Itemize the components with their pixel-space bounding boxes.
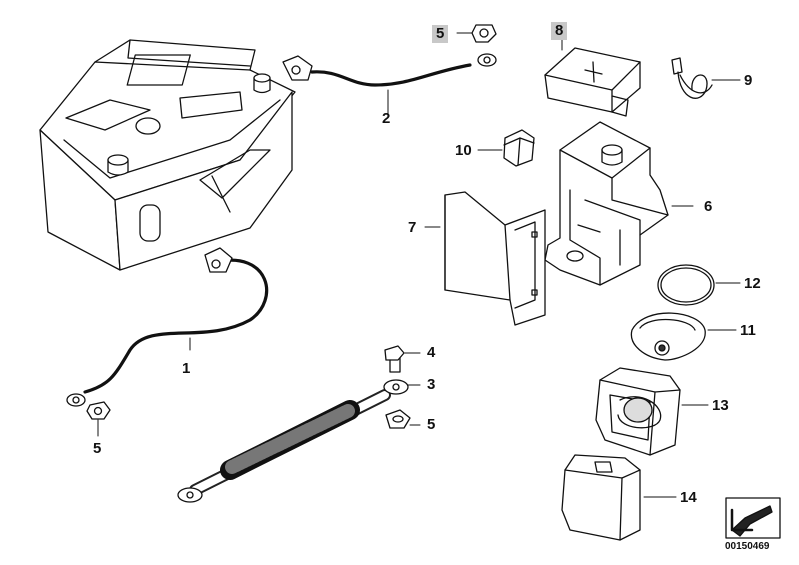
cable-1 <box>66 247 269 407</box>
callout-3: 3 <box>427 376 436 393</box>
cable-2 <box>282 53 497 87</box>
callout-9: 9 <box>744 72 753 89</box>
callout-5-mid: 5 <box>427 416 436 433</box>
leader-lines <box>97 32 741 498</box>
callout-10: 10 <box>455 142 472 159</box>
ground-strap-3 <box>177 379 409 503</box>
cover-cap-14 <box>561 454 641 541</box>
housing-13 <box>595 367 681 456</box>
callout-5-left: 5 <box>93 440 102 457</box>
callout-12: 12 <box>744 275 761 292</box>
cap-10 <box>503 129 535 167</box>
grommet-11 <box>630 312 706 361</box>
terminal-box-6 <box>544 121 669 286</box>
callout-6: 6 <box>704 198 713 215</box>
nut-5-left <box>86 401 111 420</box>
callout-14: 14 <box>680 489 697 506</box>
callout-7: 7 <box>408 219 417 236</box>
reference-number: 00150469 <box>725 541 770 552</box>
bolt-4 <box>384 345 405 373</box>
cover-8 <box>544 47 641 117</box>
bracket-7 <box>444 191 546 326</box>
nut-5-mid <box>385 409 411 429</box>
callout-5-highlighted: 5 <box>432 25 449 43</box>
callout-13: 13 <box>712 397 729 414</box>
cable-clip-9 <box>671 57 713 99</box>
nut-5-top <box>471 24 497 43</box>
callout-2: 2 <box>382 110 391 127</box>
battery <box>39 39 296 271</box>
callout-1: 1 <box>182 360 191 377</box>
callout-4: 4 <box>427 344 436 361</box>
callout-8-highlighted: 8 <box>551 22 568 40</box>
sealing-ring-12 <box>657 264 715 306</box>
direction-arrow-icon <box>725 497 781 539</box>
callout-11: 11 <box>740 322 756 339</box>
